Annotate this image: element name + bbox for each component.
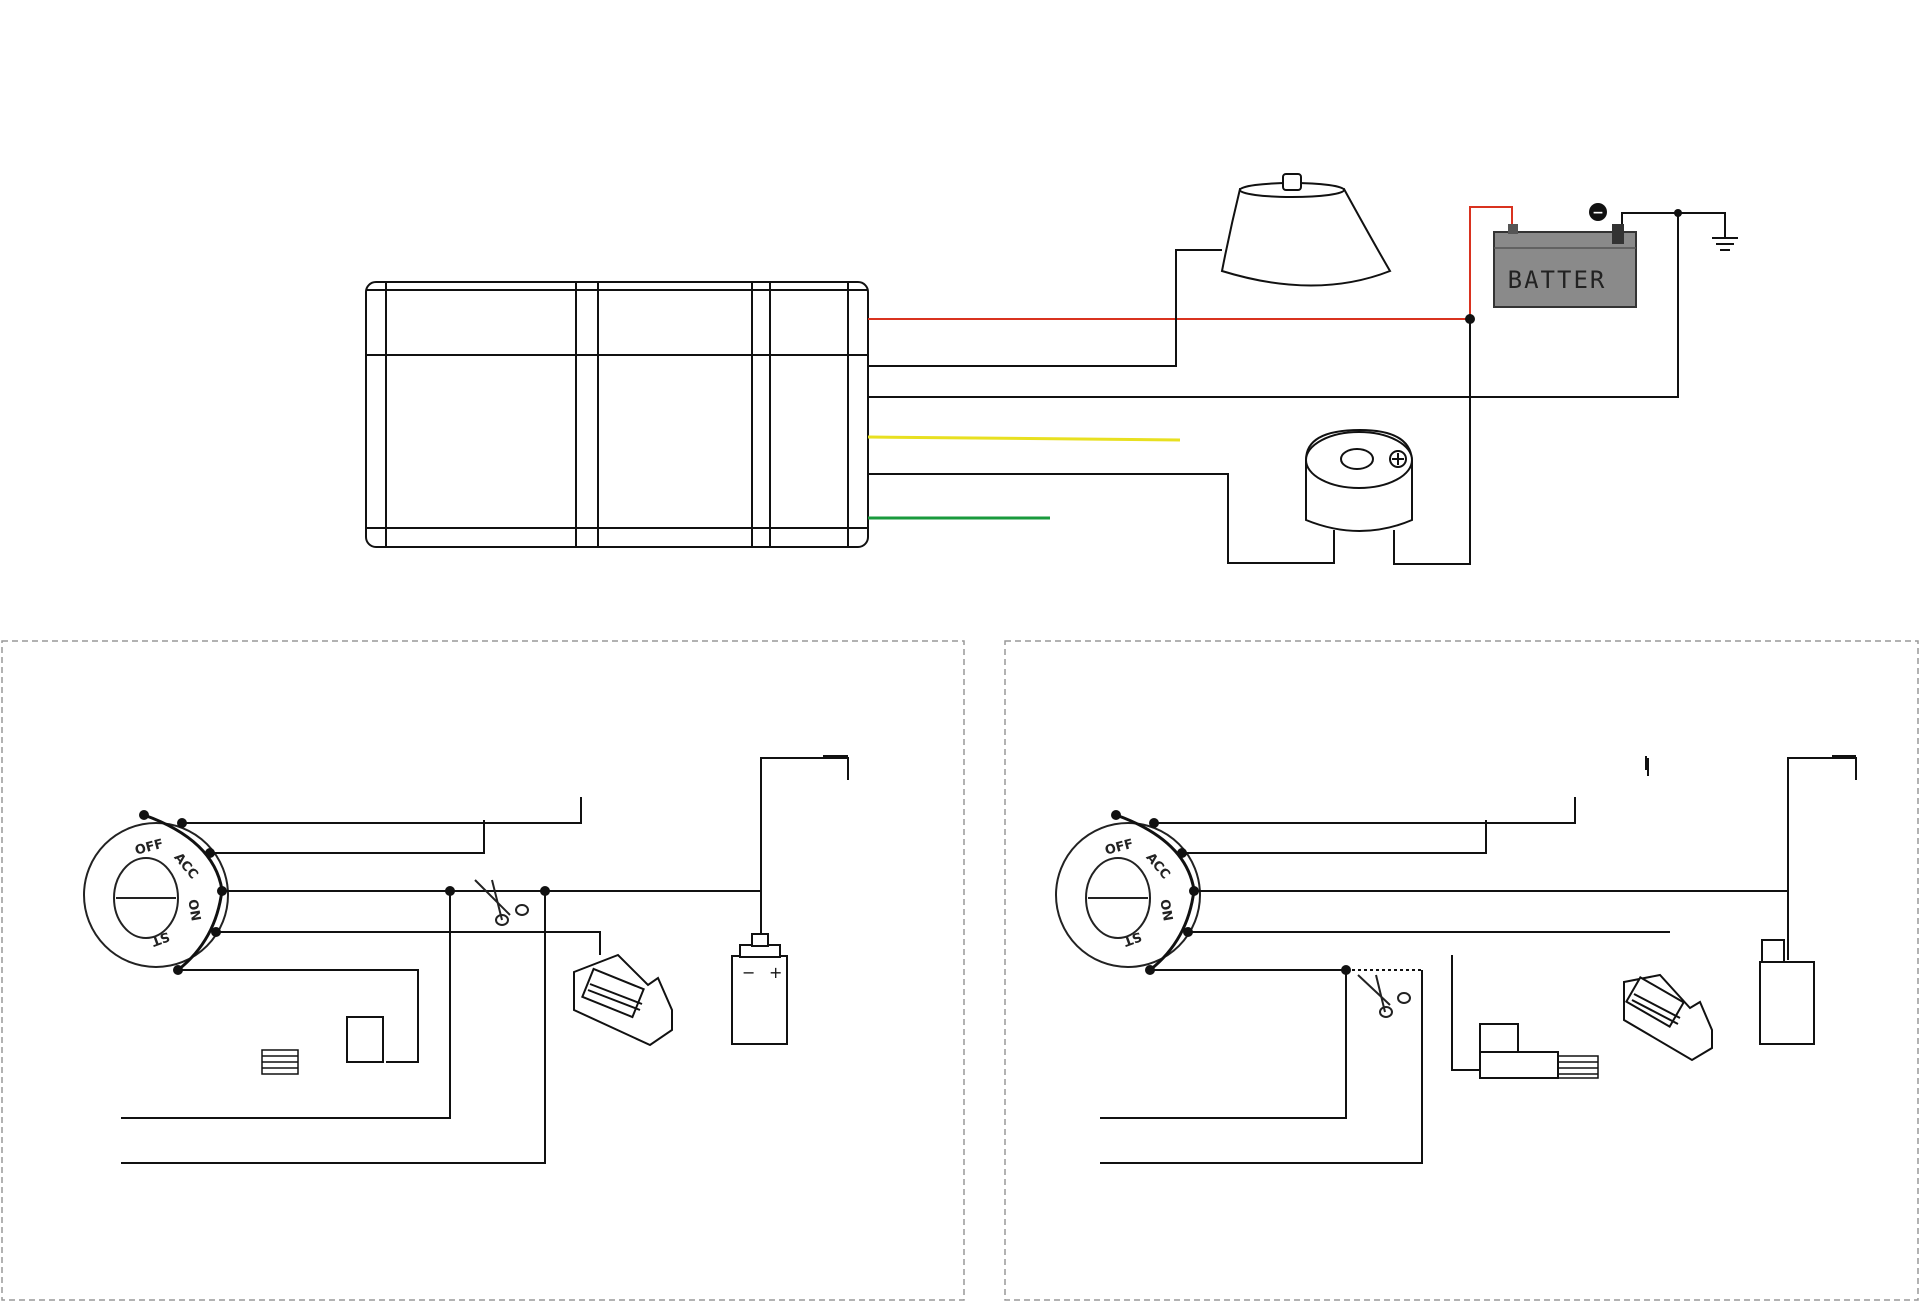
starter-motor-icon [1623, 973, 1713, 1062]
starter-motor-icon [573, 953, 673, 1047]
siren-icon [1220, 173, 1392, 287]
relay-icon [346, 1016, 384, 1063]
red-junction [1465, 314, 1475, 324]
connector-icon [1557, 1055, 1599, 1079]
ground-icon [1712, 213, 1738, 251]
buzzer-icon [1305, 428, 1413, 532]
battery-label: BATTER [1508, 266, 1607, 294]
pos-off-label: OFF [1103, 837, 1135, 859]
red-wire [868, 206, 1513, 320]
coil-minus-label: − [742, 963, 755, 982]
panel-left: OFF ACC ON ST [83, 757, 849, 1164]
coil-plus-label: + [769, 963, 782, 982]
pos-on-label: ON [1156, 898, 1175, 922]
battery-icon: − BATTER [1493, 203, 1637, 308]
top-wires [867, 206, 1726, 565]
panel-stubs [823, 755, 1856, 770]
buzzer-return-wire [1393, 319, 1471, 565]
ignition-switch-icon: OFF ACC ON ST [1055, 810, 1201, 975]
ignition-switch-icon: OFF ACC ON ST [83, 810, 229, 975]
control-module-icon [365, 281, 869, 548]
buzzer-wire [868, 473, 1335, 564]
connector-icon [261, 1049, 299, 1075]
cut-scissors-icon [1357, 974, 1411, 1018]
panel-right: OFF ACC ON ST [1055, 757, 1857, 1164]
siren-wire [868, 249, 1222, 367]
battery-neg-symbol: − [1592, 205, 1604, 221]
ignition-coil-icon [1759, 939, 1815, 1045]
left-wires [121, 757, 849, 1164]
panel-right-frame [1004, 640, 1919, 1301]
ground-junction [1674, 209, 1682, 217]
pos-st-label: ST [149, 928, 171, 948]
pos-st-label: ST [1121, 928, 1143, 948]
pos-off-label: OFF [133, 837, 165, 859]
ignition-coil-icon: − + [731, 933, 788, 1045]
pos-on-label: ON [184, 898, 203, 922]
battery-neg-wire [1621, 212, 1726, 236]
yellow-wire [867, 435, 1181, 442]
relay-icon [1479, 1023, 1559, 1079]
panel-left-frame [1, 640, 965, 1301]
cut-scissors-icon [474, 879, 529, 926]
right-wires [1100, 757, 1857, 1164]
